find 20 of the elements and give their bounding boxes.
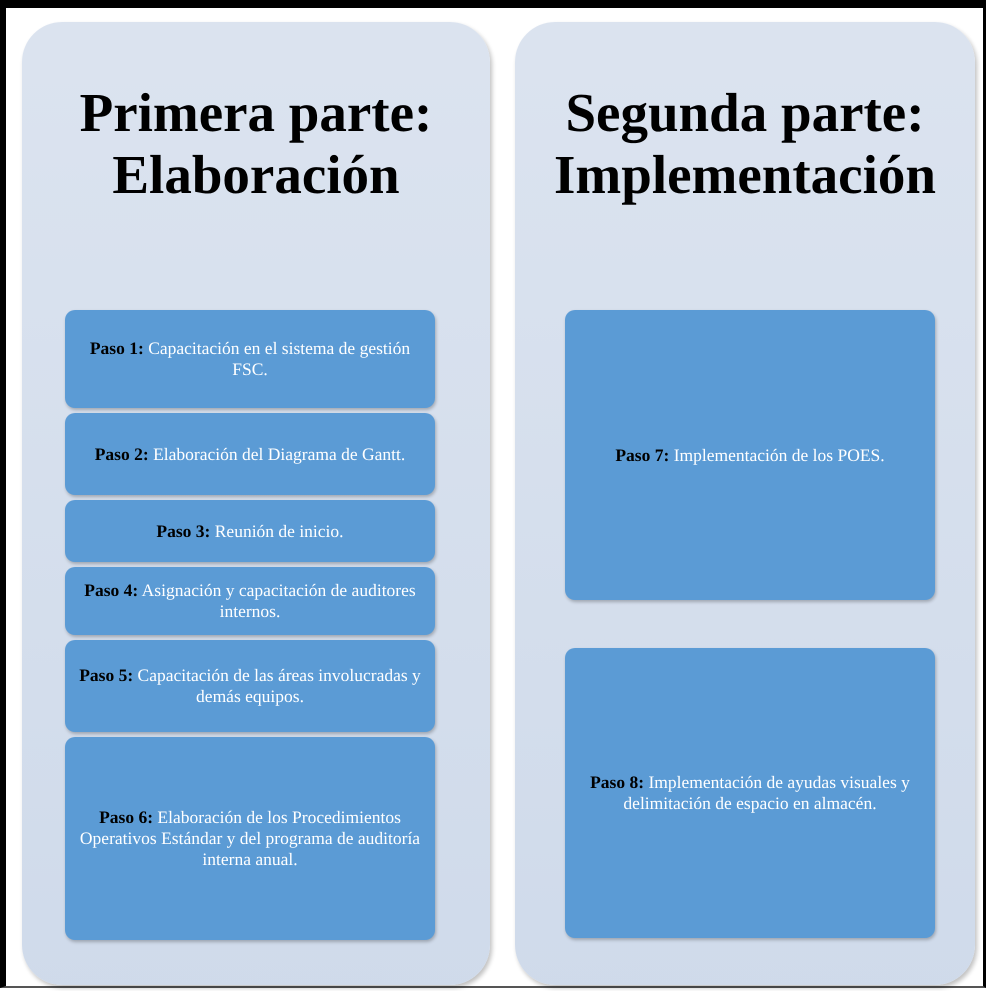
step-text: Paso 3: Reunión de inicio. bbox=[155, 520, 345, 542]
step-box bbox=[65, 310, 435, 408]
step-text: Paso 1: Capacitación en el sistema de gestión FSC. bbox=[88, 338, 412, 380]
step-text: Paso 7: Implementación de los POES. bbox=[614, 444, 886, 466]
step-box bbox=[65, 737, 435, 940]
phase-panel bbox=[515, 22, 975, 985]
step-box bbox=[65, 413, 435, 495]
step-box bbox=[565, 310, 935, 600]
phase-title: Segunda parte: Implementación bbox=[553, 82, 937, 206]
step-text: Paso 6: Elaboración de los Procedimientos Operativos Estándar y del programa de auditoría interna anual. bbox=[78, 807, 422, 870]
step-box bbox=[65, 640, 435, 732]
step-text: Paso 4: Asignación y capacitación de auditores internos. bbox=[83, 580, 417, 622]
phase-title: Primera parte: Elaboración bbox=[78, 82, 434, 206]
step-text: Paso 2: Elaboración del Diagrama de Gantt. bbox=[94, 444, 406, 464]
step-text: Paso 8: Implementación de ayudas visuales y delimitación de espacio en almacén. bbox=[589, 772, 911, 814]
step-box bbox=[565, 648, 935, 938]
step-box bbox=[65, 567, 435, 635]
step-text: Paso 5: Capacitación de las áreas involucradas y demás equipos. bbox=[78, 665, 422, 707]
step-box bbox=[65, 500, 435, 562]
phase-panel bbox=[22, 22, 490, 985]
